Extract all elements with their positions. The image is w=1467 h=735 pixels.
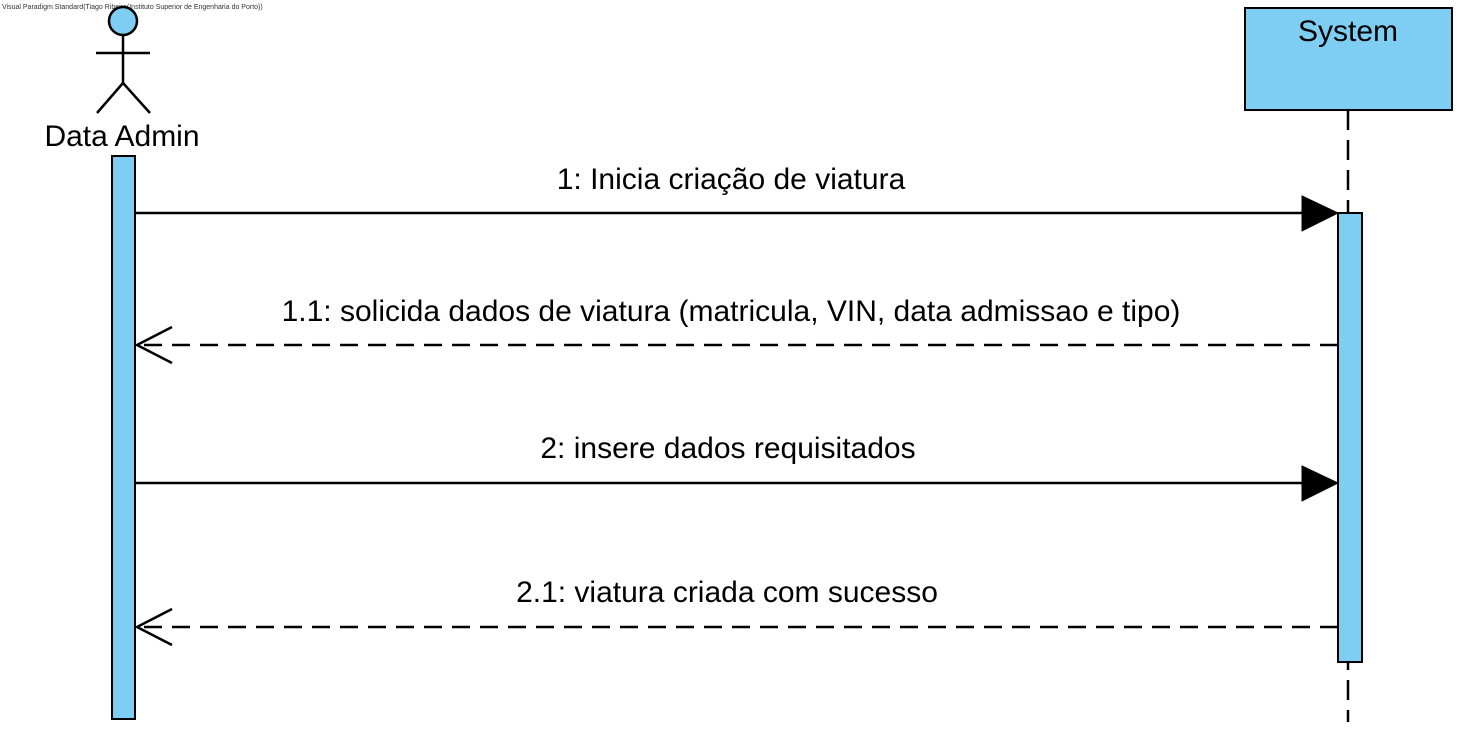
open-arrowhead-icon (134, 607, 173, 647)
system-box (1244, 7, 1453, 111)
message-1[interactable]: 1: Inicia criação de viatura (135, 163, 1340, 232)
message-1-1-label: 1.1: solicida dados de viatura (matricul… (282, 295, 1181, 328)
message-2[interactable]: 2: insere dados requisitados (135, 432, 1340, 502)
message-1-1[interactable]: 1.1: solicida dados de viatura (matricul… (134, 295, 1338, 365)
message-2-1[interactable]: 2.1: viatura criada com sucesso (134, 576, 1338, 647)
message-2-label: 2: insere dados requisitados (540, 432, 915, 465)
actor-data-admin[interactable]: Data Admin (44, 5, 200, 153)
lifeline-system[interactable]: System (1244, 7, 1453, 111)
open-arrowhead-icon (134, 325, 173, 365)
system-label: System (1298, 15, 1398, 48)
filled-arrowhead-icon (1301, 195, 1340, 232)
message-1-label: 1: Inicia criação de viatura (557, 163, 906, 196)
message-2-1-label: 2.1: viatura criada com sucesso (516, 576, 938, 609)
actor-activation-bar[interactable] (111, 155, 136, 720)
system-activation-bar[interactable] (1337, 212, 1363, 663)
actor-label: Data Admin (44, 120, 199, 153)
watermark-text: Visual Paradigm Standard(Tiago Ribeiro(I… (2, 4, 263, 11)
filled-arrowhead-icon (1301, 465, 1340, 502)
stick-figure-icon (96, 5, 151, 114)
